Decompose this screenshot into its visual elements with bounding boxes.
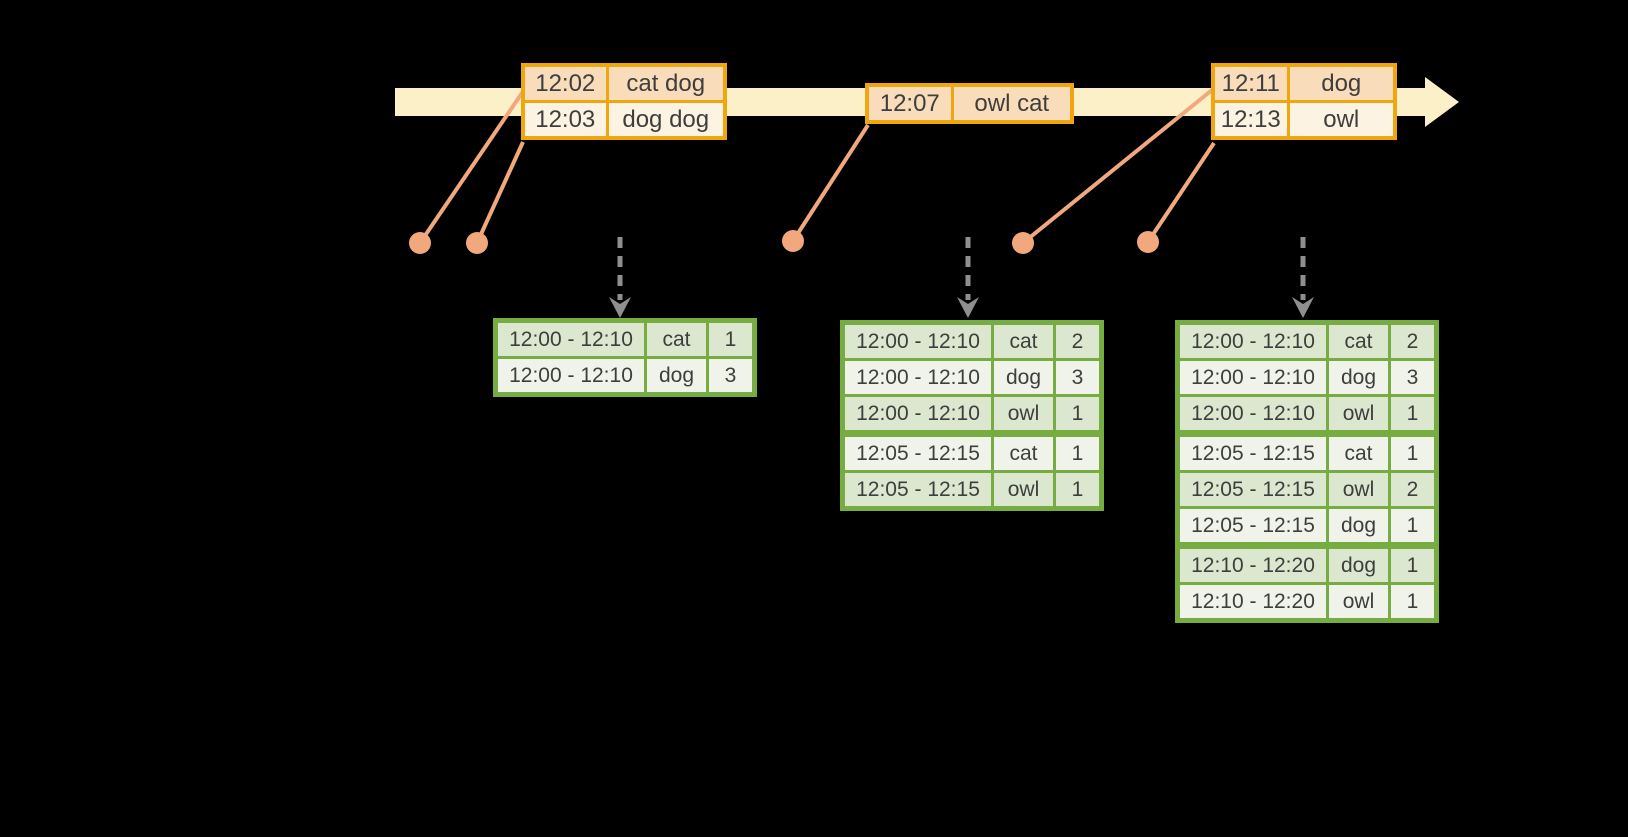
event-words-cell: dog <box>1286 63 1397 103</box>
count-cell: 1 <box>1388 542 1438 585</box>
event-connector-line <box>791 123 870 243</box>
window-cell: 12:00 - 12:10 <box>494 356 647 396</box>
event-words-cell: owl <box>1286 100 1397 140</box>
count-cell: 1 <box>1388 506 1438 547</box>
window-cell: 12:10 - 12:20 <box>1176 582 1329 622</box>
event-words-cell: cat dog <box>605 63 727 103</box>
event-connector-line <box>1146 141 1216 244</box>
event-time-cell: 12:13 <box>1211 100 1290 140</box>
window-cell: 12:05 - 12:15 <box>1176 506 1329 547</box>
event-dot <box>409 232 431 254</box>
event-connector-line <box>475 141 525 244</box>
word-cell: cat <box>1326 430 1391 473</box>
count-cell: 1 <box>706 319 756 359</box>
timeline-arrowhead-icon <box>1425 77 1459 127</box>
event-time-cell: 12:03 <box>521 100 609 140</box>
word-cell: dog <box>1326 358 1391 397</box>
word-cell: dog <box>1326 506 1391 547</box>
trigger-arrow <box>1292 237 1314 318</box>
word-cell: cat <box>991 430 1056 473</box>
window-cell: 12:05 - 12:15 <box>841 430 994 473</box>
trigger-arrow <box>957 237 979 318</box>
count-cell: 1 <box>1388 430 1438 473</box>
count-cell: 3 <box>1053 358 1103 397</box>
window-cell: 12:05 - 12:15 <box>1176 470 1329 509</box>
window-cell: 12:00 - 12:10 <box>1176 394 1329 435</box>
event-words-cell: owl cat <box>950 83 1074 124</box>
count-cell: 1 <box>1053 430 1103 473</box>
event-dot <box>1012 232 1034 254</box>
window-cell: 12:00 - 12:10 <box>841 358 994 397</box>
event-connector-line <box>1021 88 1214 245</box>
window-cell: 12:00 - 12:10 <box>1176 321 1329 361</box>
count-cell: 3 <box>1388 358 1438 397</box>
window-cell: 12:00 - 12:10 <box>1176 358 1329 397</box>
event-connector-line <box>418 88 526 245</box>
word-cell: owl <box>1326 582 1391 622</box>
count-cell: 1 <box>1053 470 1103 510</box>
word-cell: owl <box>991 394 1056 435</box>
word-cell: owl <box>1326 470 1391 509</box>
count-cell: 3 <box>706 356 756 396</box>
word-cell: dog <box>644 356 709 396</box>
window-cell: 12:00 - 12:10 <box>494 319 647 359</box>
window-cell: 12:05 - 12:15 <box>1176 430 1329 473</box>
window-cell: 12:00 - 12:10 <box>841 394 994 435</box>
word-cell: owl <box>1326 394 1391 435</box>
word-cell: cat <box>1326 321 1391 361</box>
window-cell: 12:10 - 12:20 <box>1176 542 1329 585</box>
count-cell: 1 <box>1388 582 1438 622</box>
event-dot <box>466 232 488 254</box>
word-cell: owl <box>991 470 1056 510</box>
word-cell: dog <box>991 358 1056 397</box>
event-time-cell: 12:02 <box>521 63 609 103</box>
window-cell: 12:00 - 12:10 <box>841 321 994 361</box>
event-words-cell: dog dog <box>605 100 727 140</box>
count-cell: 2 <box>1388 470 1438 509</box>
trigger-arrow <box>609 237 631 318</box>
count-cell: 1 <box>1053 394 1103 435</box>
count-cell: 2 <box>1388 321 1438 361</box>
word-cell: cat <box>991 321 1056 361</box>
word-cell: cat <box>644 319 709 359</box>
count-cell: 2 <box>1053 321 1103 361</box>
event-time-cell: 12:11 <box>1211 63 1290 103</box>
event-dot <box>1137 231 1159 253</box>
event-dot <box>782 230 804 252</box>
event-time-cell: 12:07 <box>865 83 954 124</box>
word-cell: dog <box>1326 542 1391 585</box>
count-cell: 1 <box>1388 394 1438 435</box>
window-cell: 12:05 - 12:15 <box>841 470 994 510</box>
